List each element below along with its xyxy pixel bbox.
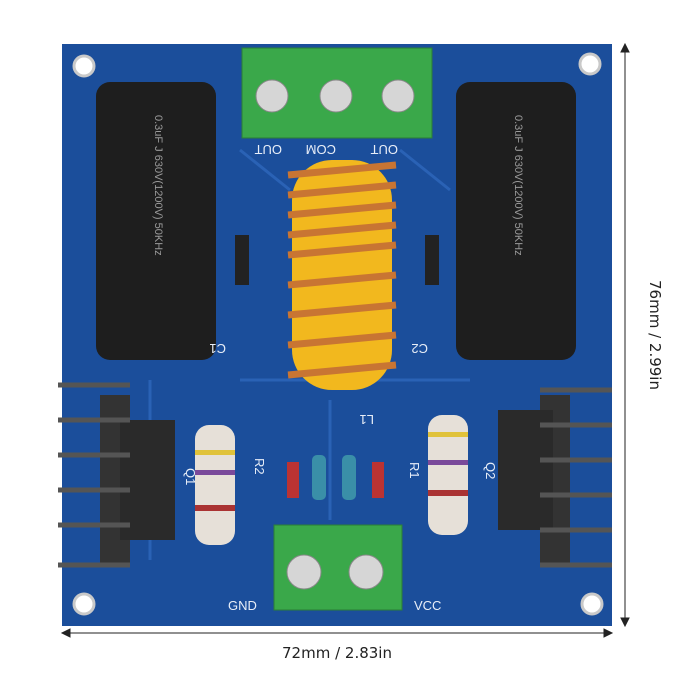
screw-icon bbox=[348, 554, 384, 590]
label-r2: R2 bbox=[252, 458, 267, 475]
diode bbox=[235, 235, 249, 285]
label-c2: C2 bbox=[411, 341, 428, 356]
label-vcc: VCC bbox=[414, 598, 441, 613]
label-q2: Q2 bbox=[483, 462, 498, 479]
resistor bbox=[312, 455, 326, 500]
screw-icon bbox=[286, 554, 322, 590]
label-out-right: OUT bbox=[371, 142, 399, 157]
screw-icon bbox=[319, 79, 353, 113]
label-com: COM bbox=[306, 142, 336, 157]
zener-diode bbox=[287, 462, 299, 498]
inductor-l1 bbox=[287, 160, 397, 390]
output-terminal-block bbox=[241, 47, 433, 139]
label-r1: R1 bbox=[407, 462, 422, 479]
resistor-r1 bbox=[428, 415, 468, 535]
mosfet-q1-heatsink bbox=[58, 382, 175, 568]
resistor-r2 bbox=[195, 425, 235, 545]
mounting-holes bbox=[72, 52, 604, 616]
label-gnd: GND bbox=[228, 598, 257, 613]
arrowhead-icon bbox=[60, 42, 630, 638]
label-out-left: OUT bbox=[255, 142, 283, 157]
zener-diode bbox=[372, 462, 384, 498]
capacitor-marking: 0.3uF J 630V(1200V) 50KHz bbox=[512, 115, 524, 256]
resistor bbox=[342, 455, 356, 500]
screw-icon bbox=[255, 79, 289, 113]
diode bbox=[425, 235, 439, 285]
mosfet-q2-heatsink bbox=[498, 387, 612, 568]
label-l1: L1 bbox=[360, 412, 374, 427]
capacitor-marking: 0.3uF J 630V(1200V) 50KHz bbox=[152, 115, 164, 256]
height-label: 76mm / 2.99in bbox=[646, 280, 664, 390]
width-label: 72mm / 2.83in bbox=[282, 644, 392, 662]
input-terminal-block bbox=[273, 524, 403, 611]
screw-icon bbox=[381, 79, 415, 113]
dimension-lines bbox=[60, 42, 630, 638]
capacitor-c2: 0.3uF J 630V(1200V) 50KHz bbox=[456, 82, 576, 360]
capacitor-c1: 0.3uF J 630V(1200V) 50KHz bbox=[96, 82, 216, 360]
label-c1: C1 bbox=[209, 341, 226, 356]
label-q1: Q1 bbox=[183, 468, 198, 485]
traces bbox=[148, 148, 470, 560]
